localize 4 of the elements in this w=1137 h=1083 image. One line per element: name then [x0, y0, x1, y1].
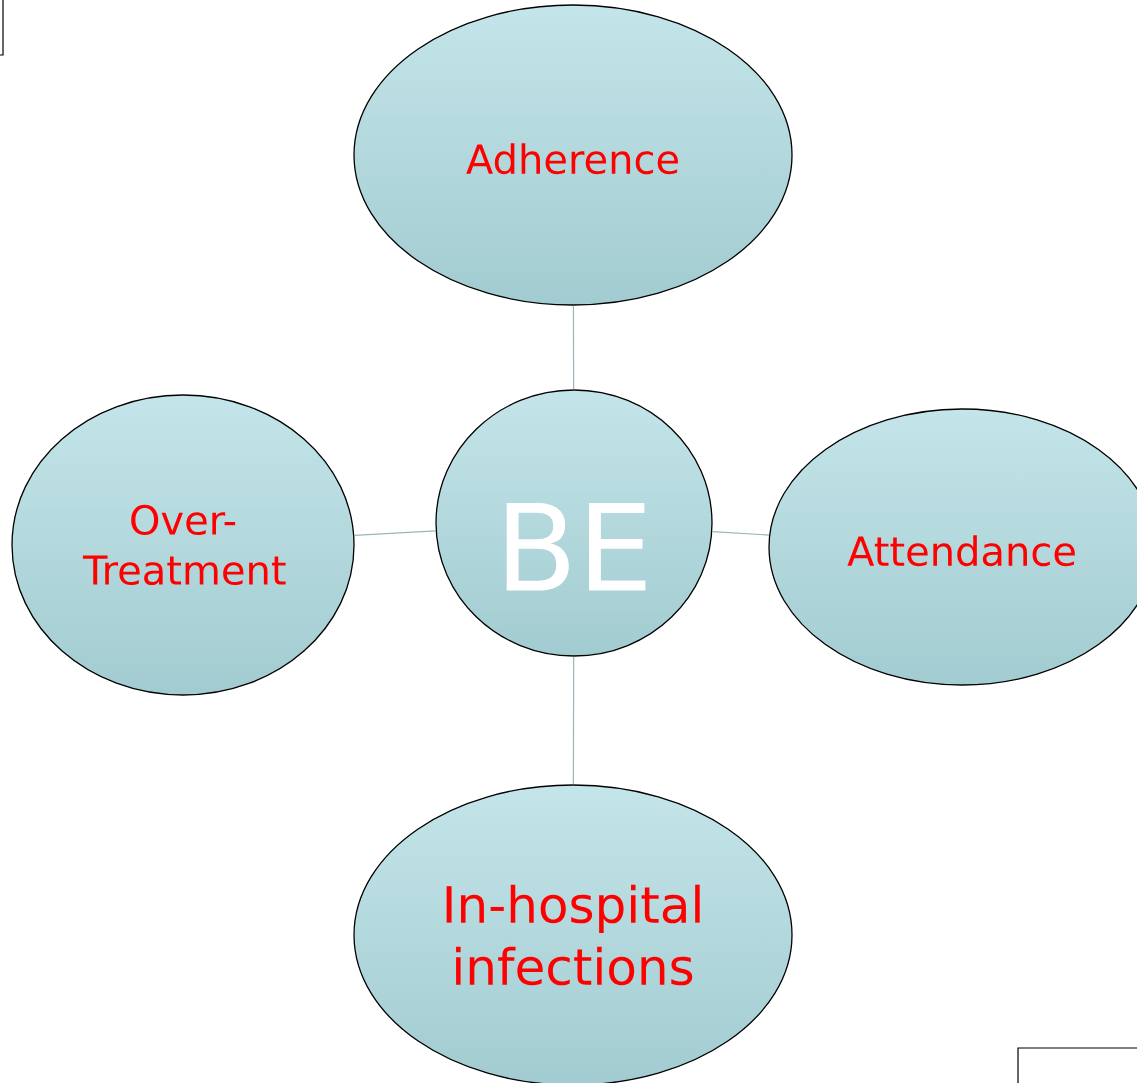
connector-line [572, 656, 575, 785]
connector-line [572, 305, 575, 390]
connector-line [353, 530, 437, 536]
connector-line [711, 530, 770, 536]
